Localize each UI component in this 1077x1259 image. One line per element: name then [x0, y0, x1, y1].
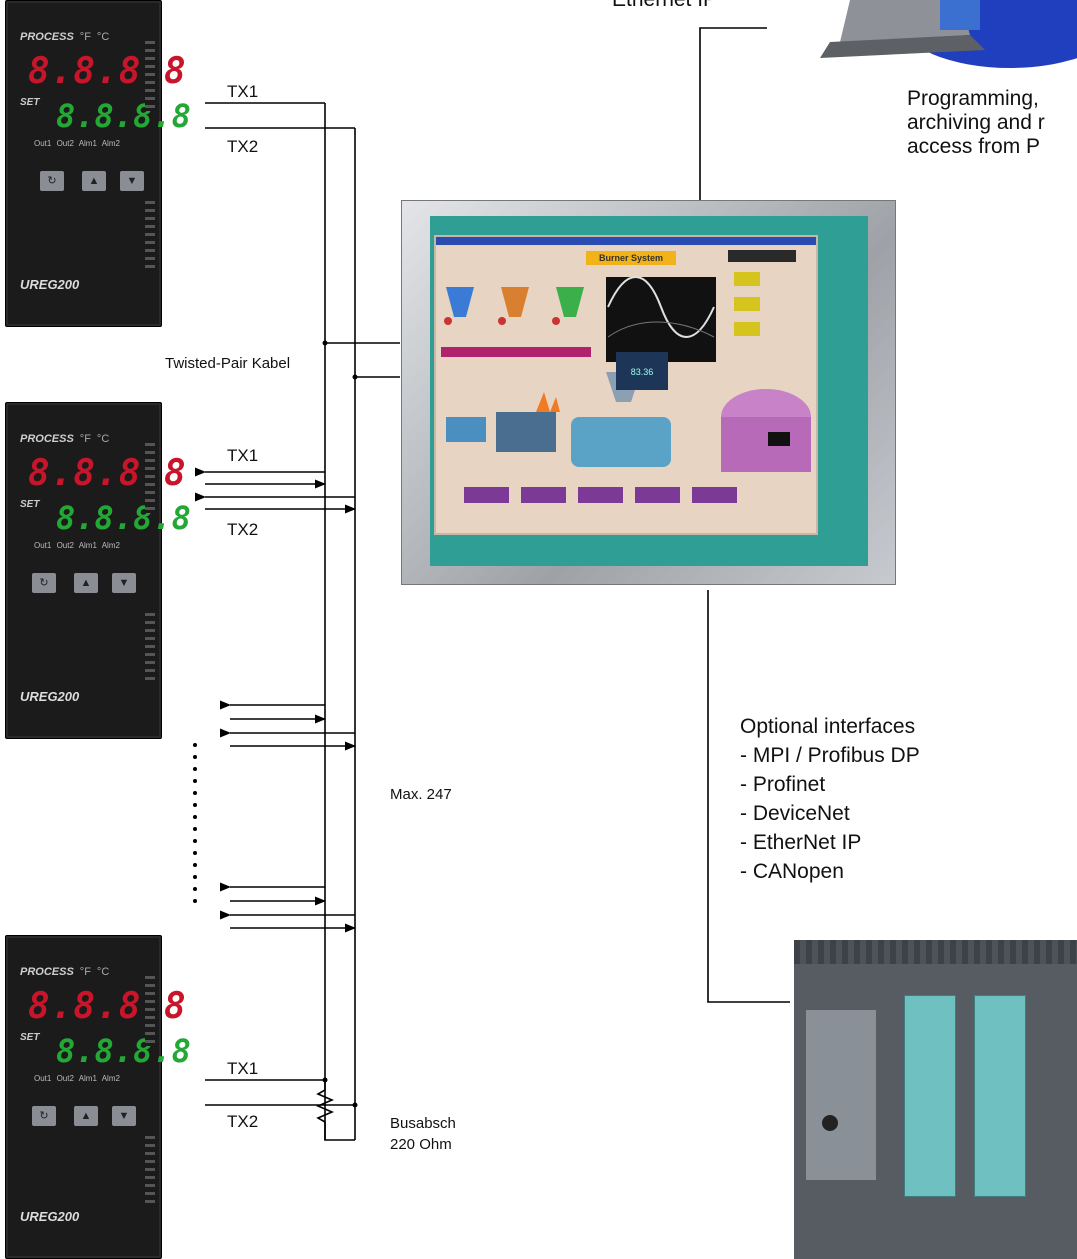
process-label: PROCESS°F°C: [20, 966, 110, 978]
setpoint-display: 8.8.8.8: [56, 499, 191, 537]
status-leds: Out1 Out2 Alm1 Alm2: [34, 541, 120, 550]
up-button: ▲: [74, 573, 98, 593]
controller-2: PROCESS°F°C 8.8.8.8 SET 8.8.8.8 Out1 Out…: [5, 402, 191, 739]
process-label: PROCESS°F°C: [20, 31, 110, 43]
hmi-screen: Burner System: [434, 235, 818, 535]
process-display: 8.8.8.8: [28, 453, 187, 494]
vent-grill: [145, 41, 155, 111]
plc-cpu: [806, 1010, 876, 1180]
ohm-label: 220 Ohm: [390, 1136, 452, 1153]
programming-line-2: archiving and r: [907, 111, 1045, 134]
optional-interfaces-title: Optional interfaces: [740, 715, 916, 738]
programming-line-1: Programming,: [907, 87, 1039, 110]
status-leds: Out1 Out2 Alm1 Alm2: [34, 139, 120, 148]
set-label: SET: [20, 499, 40, 510]
plc-key-switch: [822, 1115, 838, 1131]
model-label: UREG200: [20, 277, 80, 292]
interface-item: - EtherNet IP: [740, 831, 862, 854]
controller-1: PROCESS°F°C 8.8.8.8 SET 8.8.8.8 Out1 Out…: [5, 0, 191, 327]
tx2-label: TX2: [227, 1112, 259, 1131]
ethernet-label: Ethernet IP: [612, 0, 717, 12]
return-button: ↻: [32, 1106, 56, 1126]
return-button: ↻: [40, 171, 64, 191]
tx1-label: TX1: [227, 446, 259, 465]
process-label: PROCESS°F°C: [20, 433, 110, 445]
setpoint-display: 8.8.8.8: [56, 97, 191, 135]
model-label: UREG200: [20, 689, 80, 704]
svg-text:83.36: 83.36: [631, 367, 654, 377]
vent-grill: [145, 443, 155, 513]
hmi-screen-graphics: 83.36: [436, 237, 816, 503]
vent-grill: [145, 1136, 155, 1206]
programming-line-3: access from P: [907, 135, 1041, 158]
down-button: ▼: [112, 573, 136, 593]
twisted-pair-label: Twisted-Pair Kabel: [165, 355, 291, 372]
down-button: ▼: [120, 171, 144, 191]
set-label: SET: [20, 97, 40, 108]
interface-item: - DeviceNet: [740, 802, 850, 825]
up-button: ▲: [82, 171, 106, 191]
vent-grill: [145, 976, 155, 1046]
plc-controller-image: [794, 940, 1077, 1259]
down-button: ▼: [112, 1106, 136, 1126]
plc-top-vents: [794, 940, 1077, 964]
plc-io-module: [974, 995, 1026, 1197]
tx1-label: TX1: [227, 1059, 259, 1078]
hmi-touch-panel: Burner System: [401, 200, 896, 585]
interface-item: - Profinet: [740, 773, 826, 796]
interface-item: - MPI / Profibus DP: [740, 744, 920, 767]
process-display: 8.8.8.8: [28, 986, 187, 1027]
tx2-label: TX2: [227, 137, 259, 156]
vent-grill: [145, 201, 155, 271]
vent-grill: [145, 613, 155, 683]
controller-3: PROCESS°F°C 8.8.8.8 SET 8.8.8.8 Out1 Out…: [5, 935, 191, 1259]
pc-workstation-image: [820, 0, 1077, 68]
model-label: UREG200: [20, 1209, 80, 1224]
status-leds: Out1 Out2 Alm1 Alm2: [34, 1074, 120, 1083]
setpoint-display: 8.8.8.8: [56, 1032, 191, 1070]
tx2-label: TX2: [227, 520, 259, 539]
max-devices-label: Max. 247: [390, 786, 452, 803]
hmi-screen-title: Burner System: [586, 251, 676, 265]
plc-io-module: [904, 995, 956, 1197]
tx1-label: TX1: [227, 82, 259, 101]
bus-termination-label: Busabsch: [390, 1115, 456, 1132]
up-button: ▲: [74, 1106, 98, 1126]
process-display: 8.8.8.8: [28, 51, 187, 92]
return-button: ↻: [32, 573, 56, 593]
interface-item: - CANopen: [740, 860, 844, 883]
set-label: SET: [20, 1032, 40, 1043]
